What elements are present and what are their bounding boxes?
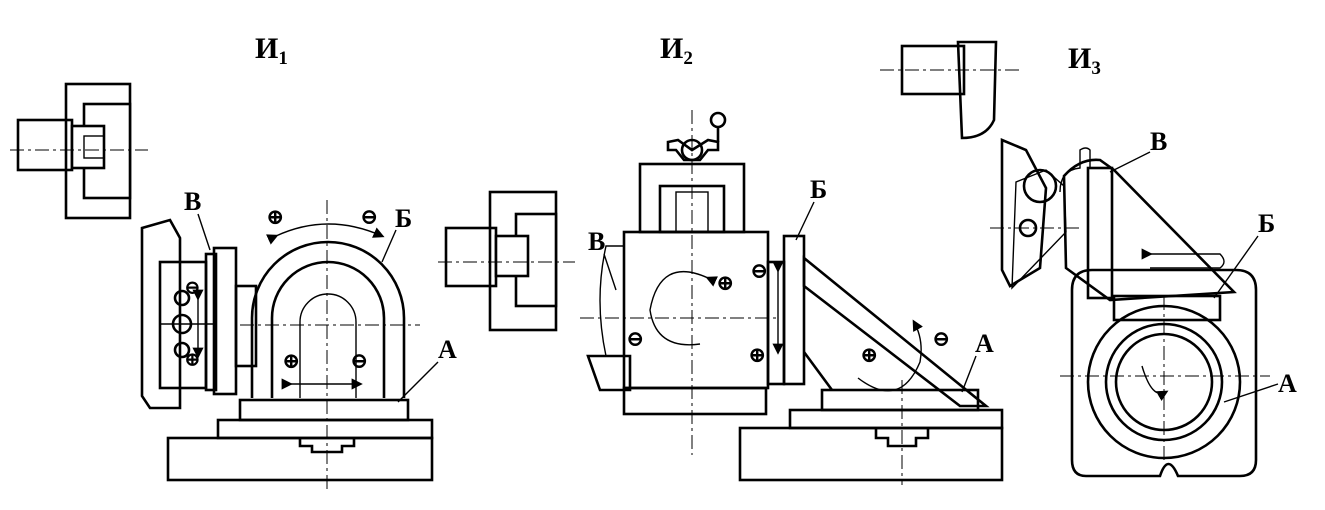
- figure-2: И2: [438, 32, 1004, 485]
- plus-symbol: ⊕: [716, 270, 734, 295]
- figure-3-title: И3: [1068, 42, 1101, 79]
- figure-3: И3: [880, 40, 1297, 478]
- minus-symbol: ⊖: [184, 277, 201, 299]
- base-1: [166, 200, 434, 490]
- tool-holder-1: [140, 218, 258, 410]
- rotation-arrow-2b: [857, 319, 923, 392]
- grinding-wheel-3: [880, 40, 1020, 140]
- label-v: В: [588, 227, 605, 256]
- plus-symbol: ⊕: [266, 204, 284, 229]
- grinding-wheel-2: [438, 190, 575, 332]
- label-a: А: [1278, 369, 1297, 398]
- minus-symbol: ⊖: [360, 204, 378, 229]
- dial-plate-2: [766, 234, 806, 386]
- label-v: В: [184, 187, 201, 216]
- minus-symbol: ⊖: [932, 326, 950, 351]
- tool-holder-3: [990, 138, 1091, 290]
- label-v: В: [1150, 127, 1167, 156]
- label-a: А: [975, 329, 994, 358]
- label-b: Б: [1258, 209, 1275, 238]
- inclined-slide-3: [1062, 158, 1237, 302]
- label-b: Б: [395, 204, 412, 233]
- figure-1-title: И1: [255, 32, 288, 69]
- dial-body-3: [1060, 268, 1270, 478]
- plus-symbol: ⊕: [748, 342, 766, 367]
- tool-body-2: [580, 110, 780, 455]
- swivel-head-1: [240, 240, 420, 398]
- minus-symbol: ⊖: [350, 348, 368, 373]
- label-a: А: [438, 335, 457, 364]
- plus-symbol: ⊕: [860, 342, 878, 367]
- plus-symbol: ⊕: [184, 349, 201, 371]
- rotation-arrow-2a: [649, 270, 718, 346]
- minus-symbol: ⊖: [626, 326, 644, 351]
- label-b: Б: [810, 175, 827, 204]
- rotation-arrow-1: [266, 223, 385, 245]
- grinding-wheel-1: [10, 82, 148, 220]
- figure-2-title: И2: [660, 32, 693, 69]
- figure-1: И1: [10, 32, 457, 490]
- minus-symbol: ⊖: [750, 258, 768, 283]
- base-2: [738, 255, 1004, 485]
- plus-symbol: ⊕: [282, 348, 300, 373]
